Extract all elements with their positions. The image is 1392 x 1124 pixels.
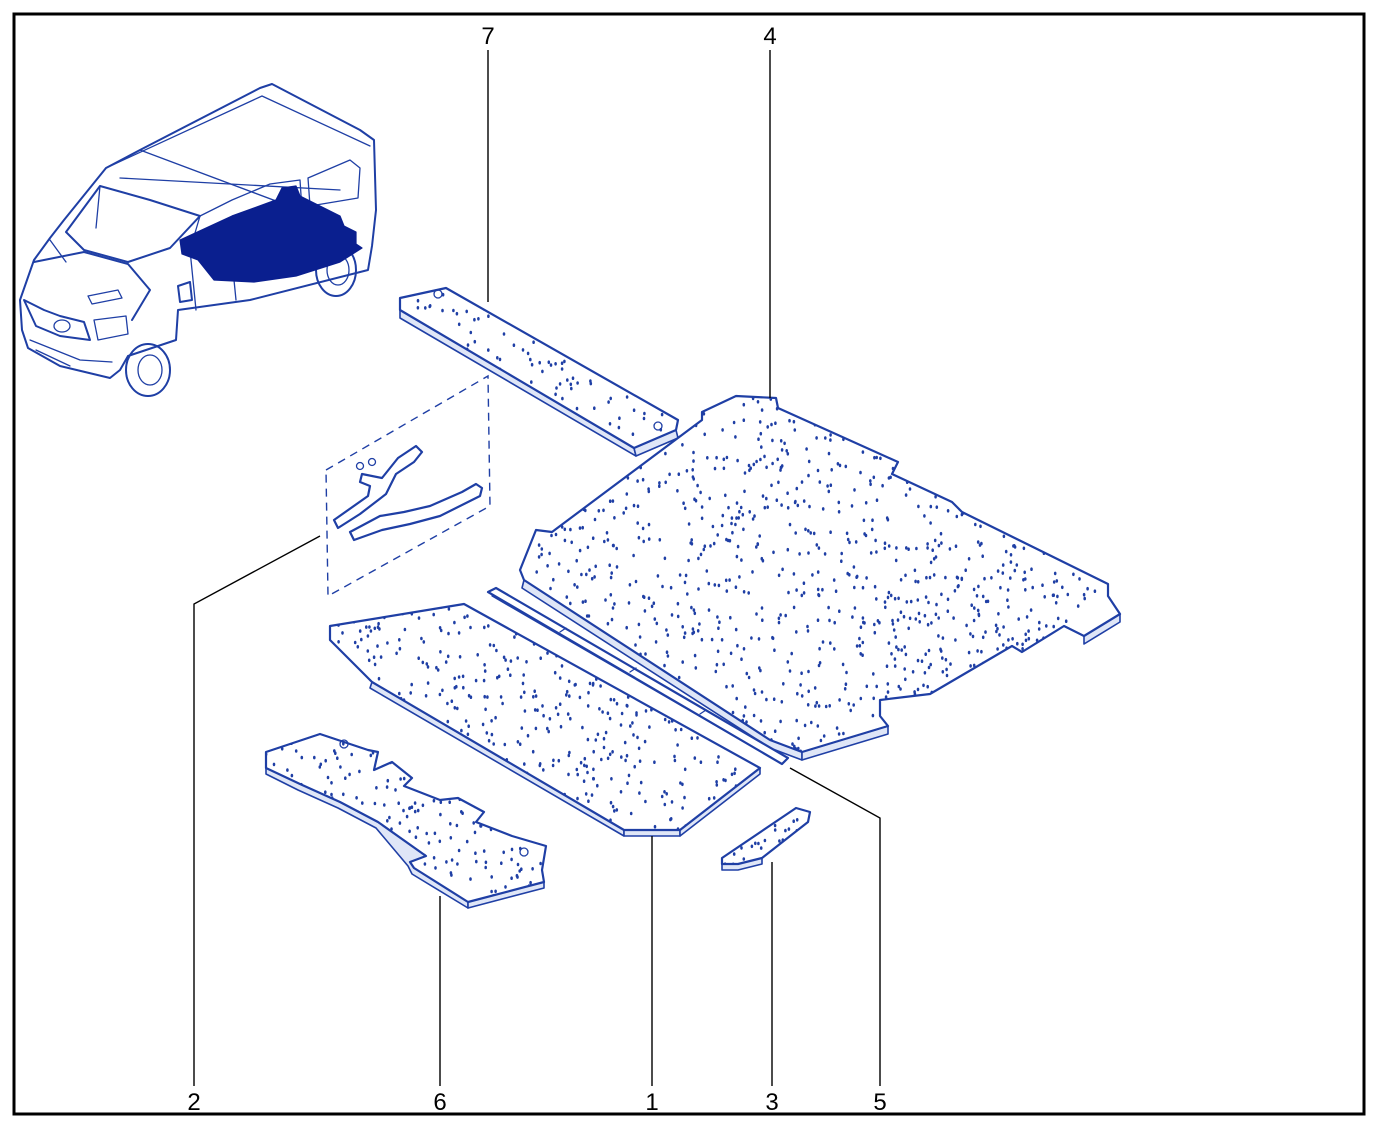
van-illustration (19, 83, 377, 397)
part-2-brackets[interactable] (325, 374, 491, 598)
leader-lines (193, 50, 881, 1086)
callout-labels: 7 4 2 6 1 3 5 (187, 23, 886, 1116)
callout-5: 5 (873, 1089, 886, 1116)
callout-7: 7 (481, 23, 494, 50)
part-2-dashed-boundary (325, 374, 491, 598)
callout-6: 6 (433, 1089, 446, 1116)
callout-2: 2 (187, 1089, 200, 1116)
part-3-trim-piece[interactable] (720, 806, 812, 871)
callout-4: 4 (763, 23, 776, 50)
part-7-sill-plate[interactable] (398, 284, 680, 457)
diagram-frame (12, 12, 1366, 1116)
part-5-joint-strip[interactable] (486, 586, 790, 766)
leader-2 (193, 535, 321, 1086)
callout-3: 3 (765, 1089, 778, 1116)
leader-5 (789, 767, 881, 1086)
van-floor-highlight (179, 185, 363, 283)
callout-1: 1 (645, 1089, 658, 1116)
